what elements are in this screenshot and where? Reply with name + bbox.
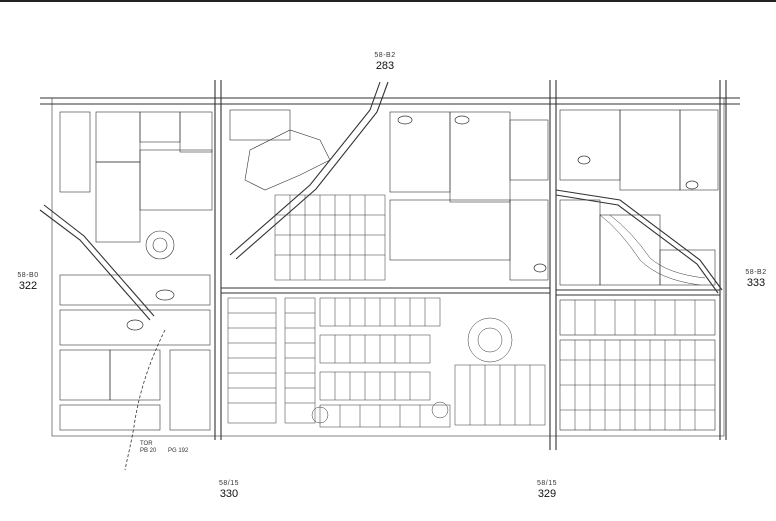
major-roads [39, 80, 740, 450]
adjacent-sheet-south-west[interactable]: 58/15 330 [204, 480, 254, 500]
adjacent-page-number: 333 [746, 277, 766, 289]
adjacent-prefix: 58-B0 [17, 272, 39, 279]
street-label-b: PB 20 [140, 448, 157, 454]
west-parcels [59, 111, 213, 431]
adjacent-prefix: 58/15 [218, 480, 240, 487]
map-boundary [51, 97, 725, 437]
adjacent-sheet-south-east[interactable]: 58/15 329 [522, 480, 572, 500]
subdivision-lots [227, 194, 715, 430]
street-label-a: TOR [140, 441, 153, 447]
south-street-label: TOR PB 20 PG 192 [140, 441, 189, 454]
adjacent-prefix: 58-B2 [374, 52, 396, 59]
street-label-c: PG 192 [168, 448, 189, 454]
top-border [0, 0, 776, 2]
creek-line [124, 329, 166, 471]
adjacent-page-number: 330 [219, 488, 239, 500]
east-parcels [559, 109, 719, 431]
adjacent-sheet-east[interactable]: 58-B2 333 [736, 269, 776, 289]
north-centre-parcels [229, 109, 549, 281]
adjacent-sheet-north[interactable]: 58-B2 283 [360, 52, 410, 72]
parcel-markers [126, 115, 699, 331]
adjacent-sheet-west[interactable]: 58-B0 322 [6, 272, 50, 292]
adjacent-prefix: 58/15 [536, 480, 558, 487]
adjacent-page-number: 283 [375, 60, 395, 72]
adjacent-prefix: 58-B2 [745, 269, 767, 276]
adjacent-page-number: 329 [537, 488, 557, 500]
adjacent-page-number: 322 [18, 280, 38, 292]
